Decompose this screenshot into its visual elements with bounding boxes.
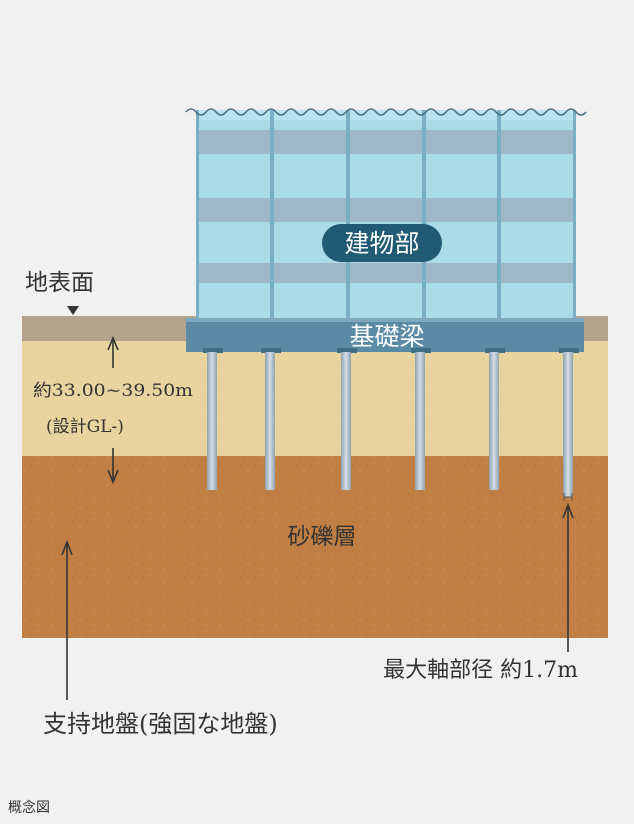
pile [203,348,223,490]
pile [485,348,505,490]
caption: 概念図 [8,799,50,816]
ground-surface-label: 地表面 [25,270,94,296]
foundation-beam-label: 基礎梁 [349,322,424,351]
max-shaft-diameter-label: 最大軸部径 約1.7m [383,658,578,683]
double-arrow-icon [107,335,119,485]
depth-label-line2: (設計GL-) [46,417,124,437]
sand-texture [22,340,608,456]
building-badge [322,224,442,262]
pile [411,348,431,490]
down-triangle-icon [67,306,79,315]
up-arrow-icon [562,502,574,652]
pile [559,348,579,501]
foundation-beam [186,318,584,352]
depth-label-line1: 約33.00~39.50m [33,381,193,401]
wavy-roof-icon [185,108,587,116]
pile [261,348,281,490]
gravel-layer-label: 砂礫層 [288,524,357,550]
gravel-texture [22,455,608,638]
building-label: 建物部 [344,229,419,258]
piles [203,348,579,501]
pile [337,348,357,490]
building [185,108,587,318]
up-arrow-icon [61,539,73,700]
support-ground-label: 支持地盤(強固な地盤) [43,710,278,738]
